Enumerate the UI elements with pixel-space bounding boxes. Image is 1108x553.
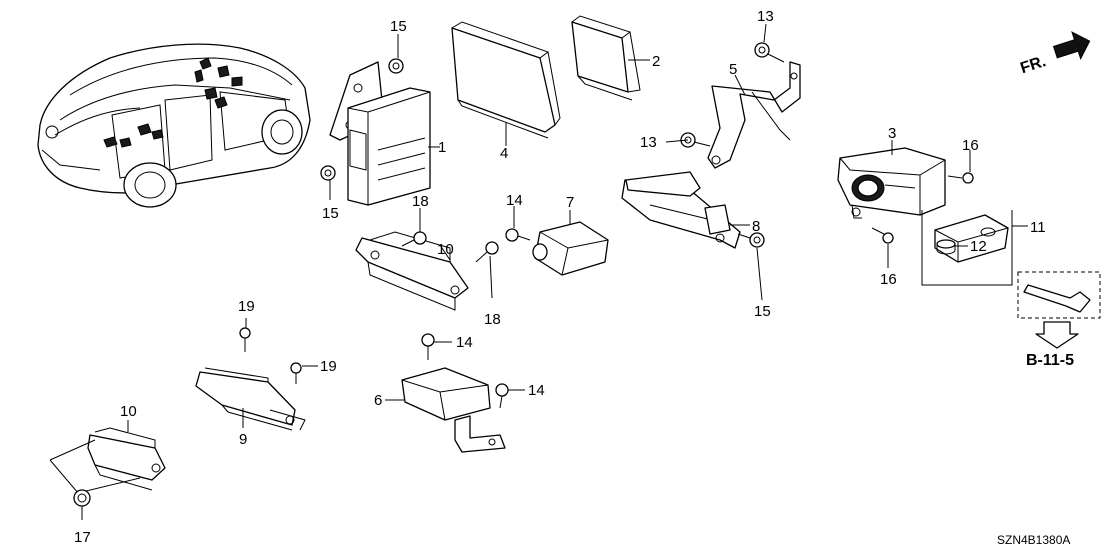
bolt-18-upper [401, 231, 427, 247]
key-dashed-box [1017, 271, 1101, 319]
callout-1: 1 [438, 139, 446, 156]
bolt-19-upper [239, 327, 251, 352]
callout-16: 16 [962, 137, 979, 154]
bolt-14-upper [421, 333, 435, 360]
unit-2 [571, 15, 641, 101]
callout-3: 3 [888, 125, 896, 142]
antenna-10-upper [355, 231, 469, 311]
bolt-13-upper [754, 42, 785, 63]
battery-12 [936, 239, 956, 255]
callout-2: 2 [652, 53, 660, 70]
screw-16-lower [871, 227, 894, 244]
leader-lines [81, 23, 1028, 520]
bolt-14-right [495, 383, 509, 409]
callout-15: 15 [390, 18, 407, 35]
nut-17 [73, 489, 91, 507]
callout-19: 19 [320, 358, 337, 375]
callout-19: 19 [238, 298, 255, 315]
callout-15: 15 [322, 205, 339, 222]
switch-3 [837, 147, 946, 219]
callout-5: 5 [729, 61, 737, 78]
callout-numbers: 15 1 15 2 4 13 5 13 14 7 8 15 3 16 16 11… [74, 8, 1046, 546]
antenna-10-lower [87, 427, 166, 491]
callout-10: 10 [120, 403, 137, 420]
callout-10: 10 [437, 241, 454, 258]
reference-label: B-11-5 [1026, 352, 1074, 369]
callout-14: 14 [456, 334, 473, 351]
front-arrow-icon [1052, 31, 1091, 61]
sensor-7 [532, 221, 609, 276]
key-fob-11 [934, 214, 1009, 263]
fob-group-bracket [921, 210, 1013, 286]
sensor-6 [401, 367, 506, 453]
callout-14: 14 [528, 382, 545, 399]
callout-7: 7 [566, 194, 574, 211]
callout-4: 4 [500, 145, 508, 162]
front-direction-label: FR. [1018, 53, 1048, 77]
callout-12: 12 [970, 238, 987, 255]
bolt-15-lower [320, 165, 336, 181]
callout-15: 15 [754, 303, 771, 320]
sensor-assembly-8 [621, 171, 741, 249]
callout-14: 14 [506, 192, 523, 209]
vehicle-illustration [37, 43, 311, 208]
front-direction-indicator: FR. [1018, 31, 1091, 77]
callout-6: 6 [374, 392, 382, 409]
bolt-15-right [737, 232, 765, 248]
diagram-code: SZN4B1380A [997, 533, 1070, 547]
unit-4 [451, 21, 561, 139]
bolt-19-lower [290, 362, 302, 384]
callout-9: 9 [239, 431, 247, 448]
screw-16-upper [947, 172, 974, 184]
callout-11: 11 [1030, 219, 1046, 236]
callout-8: 8 [752, 218, 760, 235]
callout-13: 13 [640, 134, 657, 151]
callout-18: 18 [484, 311, 501, 328]
control-module-1 [329, 61, 431, 206]
bracket-5 [707, 61, 801, 169]
mechanical-key [1023, 284, 1091, 313]
callout-13: 13 [757, 8, 774, 25]
bolt-15-upper [388, 58, 404, 74]
bolt-14-top [505, 228, 531, 242]
antenna-9 [195, 367, 306, 431]
bolt-18-lower [475, 241, 499, 263]
callout-18: 18 [412, 193, 429, 210]
callout-16: 16 [880, 271, 897, 288]
reference-arrow-down [1035, 321, 1079, 349]
callout-17: 17 [74, 529, 91, 546]
